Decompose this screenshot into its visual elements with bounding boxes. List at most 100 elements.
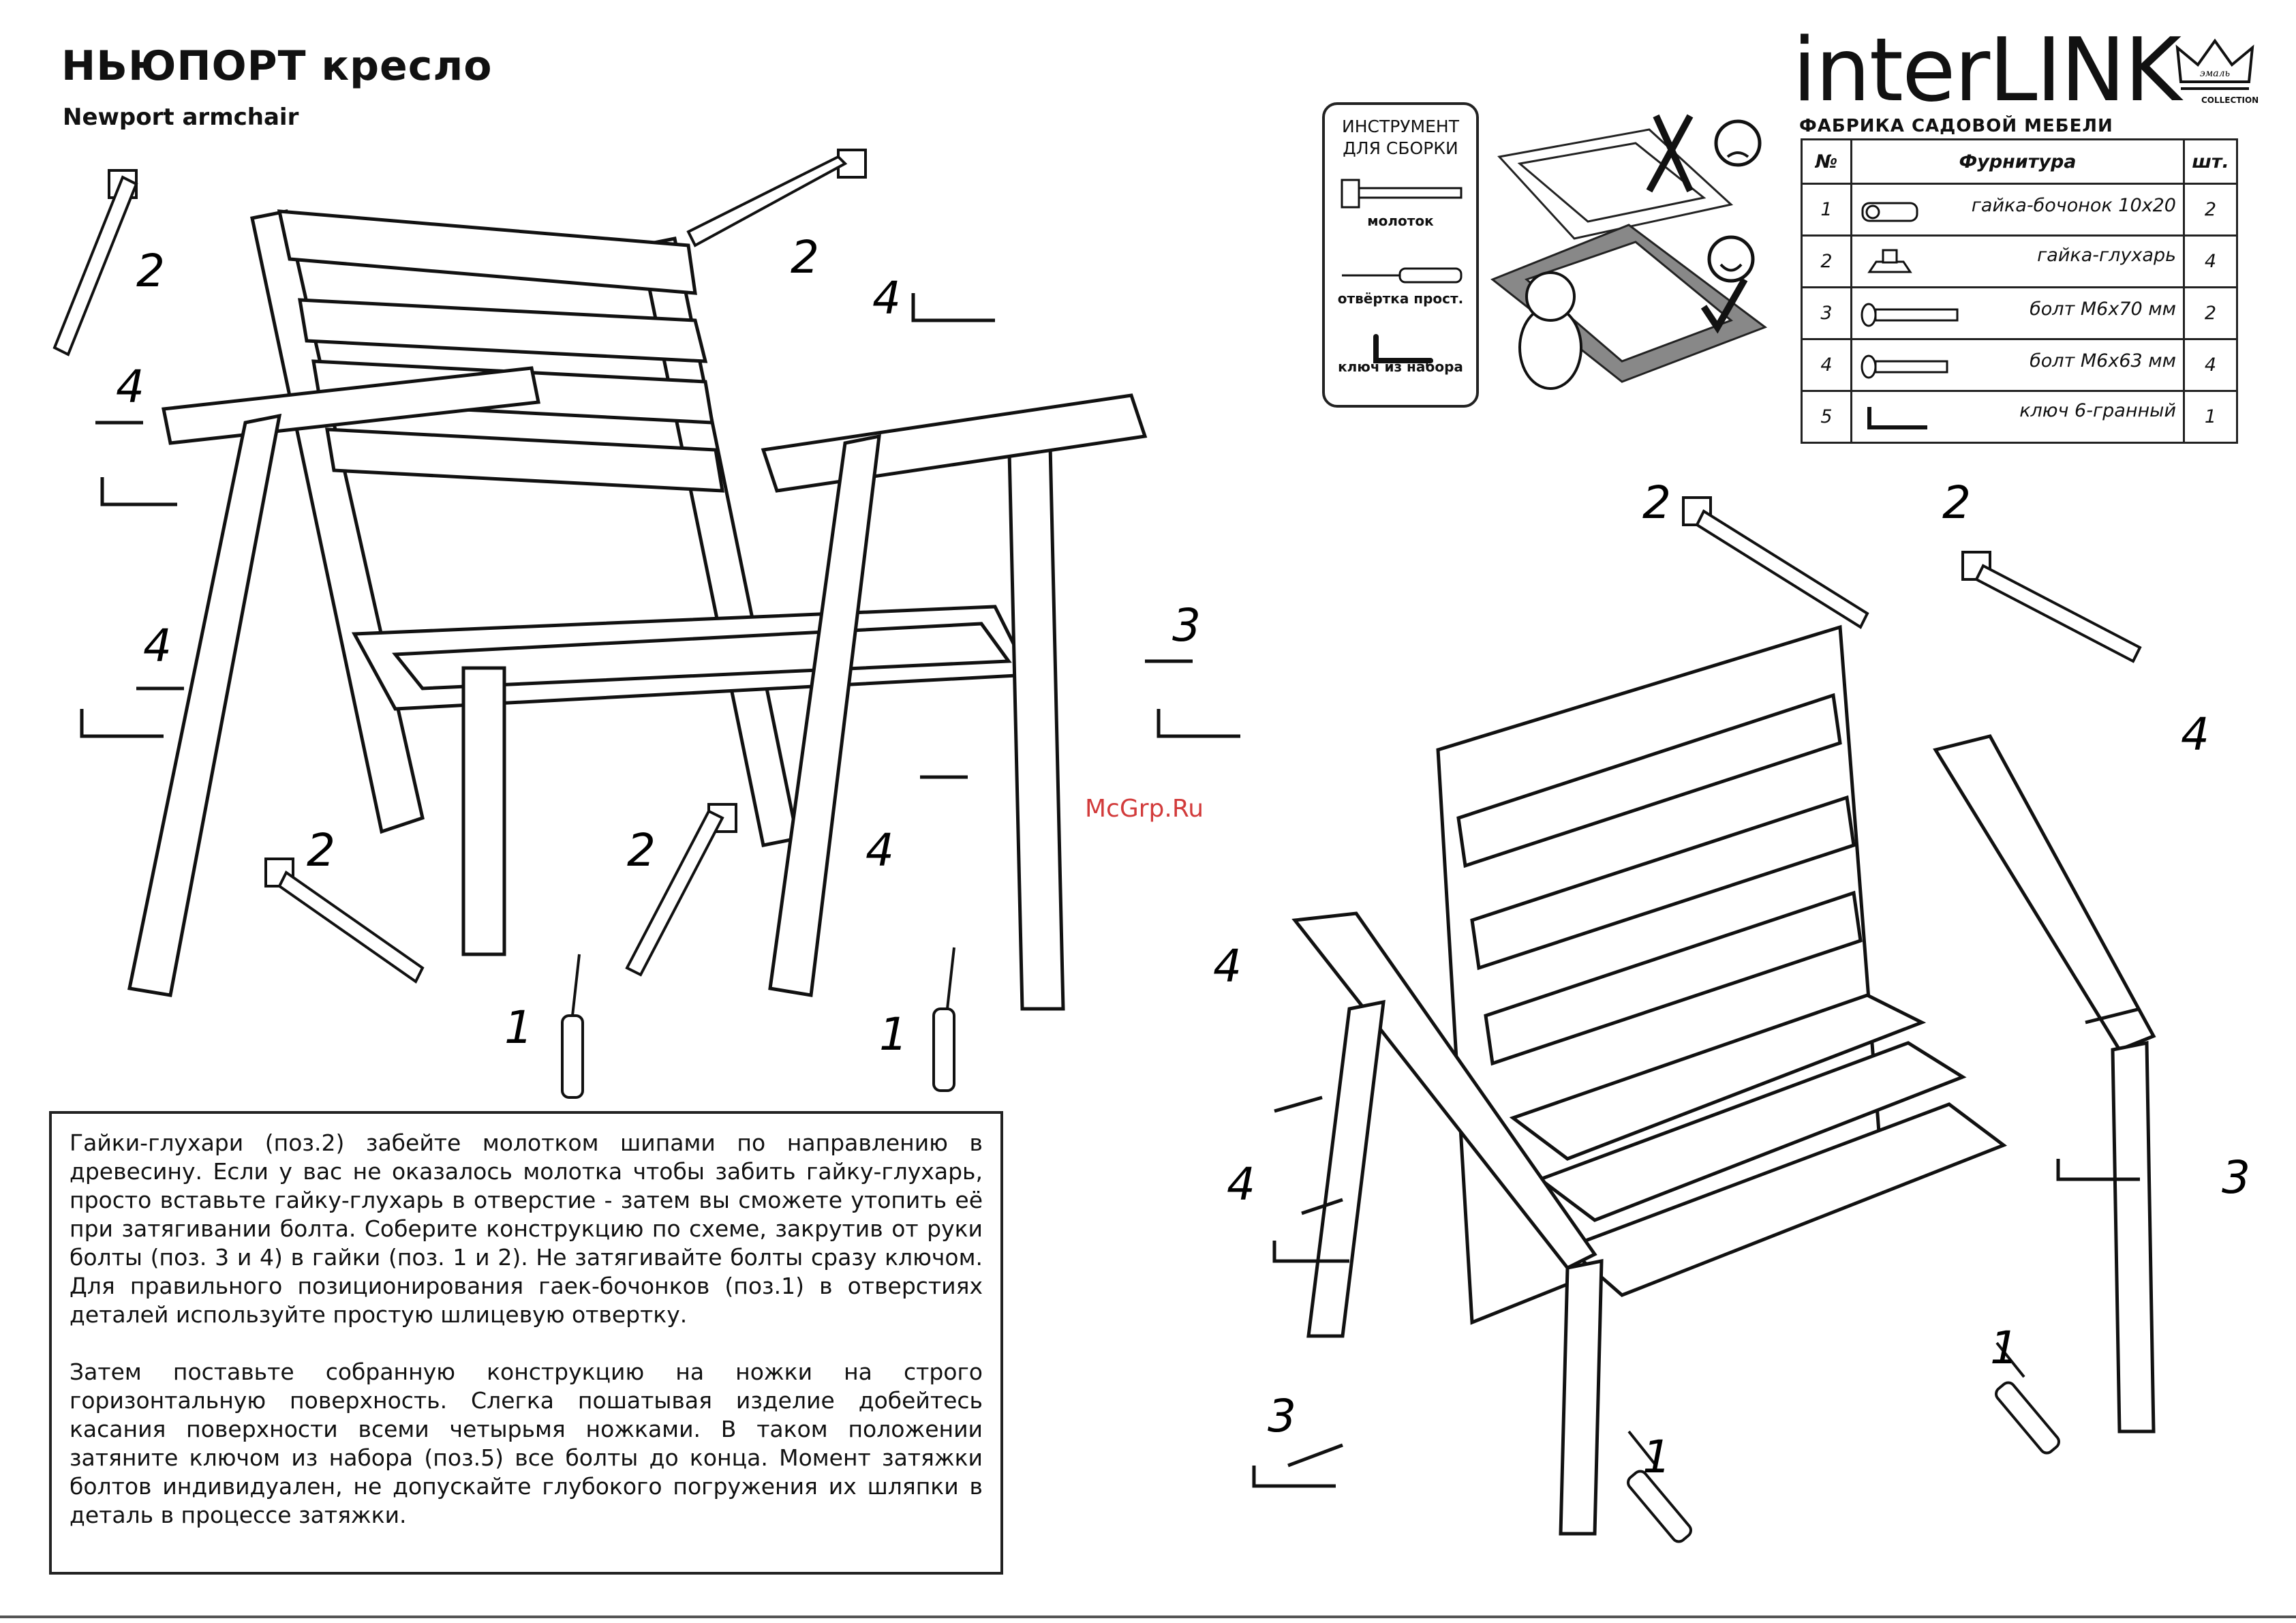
assembly-surface-illustration [1490,114,1768,390]
page-title: НЬЮПОРТ кресло [61,42,493,90]
exploded-chair-diagram: 2 2 4 4 4 3 2 2 4 1 1 [52,149,1240,1099]
front-leg-right [1007,414,1065,1011]
callout-number: 1 [504,1001,533,1054]
row-name: ключ 6-гранный [1850,390,2185,444]
callout-number: 4 [1227,1158,1255,1211]
hardware-table: № Фурнитура шт. 1 гайка-бочонок 10х20 2 … [1801,138,2238,444]
row-number: 1 [1801,183,1852,237]
callout-number: 2 [627,824,656,877]
assembled-chair-diagram: 2 2 4 4 4 3 3 1 1 [1213,477,2250,1543]
callout-number: 2 [791,231,819,284]
front-leg-slanted-left [127,413,282,997]
callout-number: 4 [2181,708,2209,761]
beaver-mascot-icon [1518,271,1582,390]
barrel-nut-icon [1861,202,1918,222]
backrest-slat [277,209,697,295]
table-row: 4 болт М6х63 мм 4 [1801,338,2238,392]
row-qty: 4 [2183,338,2238,392]
seat-slat [1564,1102,2008,1297]
leg-front-right [2111,1040,2156,1434]
armrest-right [1933,734,2156,1052]
hex-key-icon [911,293,995,322]
callout-number: 4 [116,361,144,413]
hammer-icon [1682,496,1869,629]
brand-logo: interLINK эмаль COLLECTION ФАБРИКА САДОВ… [1792,20,2259,143]
backrest-slat [1484,890,1863,1066]
hammer-icon [1341,179,1463,209]
bolt-icon [1274,1095,1323,1113]
brand-name: interLINK [1792,20,2182,121]
hex-key-icon [1157,709,1240,738]
bolt-icon [1861,354,1948,378]
front-leg-left [461,666,506,956]
svg-text:эмаль: эмаль [2200,68,2230,79]
row-number: 5 [1801,390,1852,444]
bolt-icon [1301,1198,1343,1215]
bolt-icon [1861,303,1959,327]
page-divider [0,1616,2296,1618]
instructions-box: Гайки-глухари (поз.2) забейте молотком ш… [49,1111,1003,1575]
tool-label-hammer: молоток [1367,213,1434,229]
table-row: 3 болт М6х70 мм 2 [1801,286,2238,340]
row-name: гайка-глухарь [1850,234,2185,288]
table-header-row: № Фурнитура шт. [1801,138,2238,185]
table-row: 5 ключ 6-гранный 1 [1801,390,2238,444]
callout-number: 1 [1990,1322,2019,1374]
hammer-icon [625,803,737,977]
callout-number: 3 [1268,1390,1296,1442]
tools-title-line1: ИНСТРУМЕНТ [1342,117,1459,136]
screwdriver-icon [1342,267,1463,284]
hex-key-icon [1373,334,1433,363]
page-subtitle: Newport armchair [63,104,299,131]
row-name: гайка-бочонок 10х20 [1850,183,2185,237]
callout-number: 4 [872,272,901,324]
row-number: 2 [1801,234,1852,288]
table-header-number: № [1801,138,1852,185]
tools-title: ИНСТРУМЕНТ ДЛЯ СБОРКИ [1325,116,1476,160]
callout-number: 2 [1642,477,1671,529]
armrest-right [761,393,1148,493]
callout-number: 1 [1642,1431,1671,1483]
seat-slat [1536,1041,1967,1222]
leg-front-center [1559,1258,1604,1536]
screwdriver-icon [932,947,955,1092]
tools-title-line2: ДЛЯ СБОРКИ [1343,138,1458,158]
hex-key-icon [1272,1241,1349,1263]
hex-key-icon [100,477,177,506]
table-header-qty: шт. [2183,138,2238,185]
watermark: McGrp.Ru [1085,795,1204,823]
callout-number: 4 [866,824,894,877]
row-qty: 4 [2183,234,2238,288]
row-number: 4 [1801,338,1852,392]
backrest-slat [1456,693,1842,868]
table-header-hardware: Фурнитура [1850,138,2185,185]
tools-panel: ИНСТРУМЕНТ ДЛЯ СБОРКИ молоток отвёртка п… [1322,102,1479,408]
table-row: 1 гайка-бочонок 10х20 2 [1801,183,2238,237]
crown-caption: COLLECTION [2201,95,2259,105]
callout-number: 2 [1942,477,1971,529]
crown-icon: эмаль [2175,38,2254,90]
row-name: болт М6х63 мм [1850,338,2185,392]
row-qty: 2 [2183,286,2238,340]
instructions-paragraph: Гайки-глухари (поз.2) забейте молотком ш… [70,1129,983,1328]
armrest-left [1291,911,1597,1271]
backrest-slat [298,298,708,363]
tool-label-hex-key: ключ из набора [1338,359,1463,375]
instructions-paragraph: Затем поставьте собранную конструкцию на… [70,1359,983,1528]
hammer-icon [1961,551,2142,663]
backrest-slat [325,427,724,493]
hex-key-icon [1252,1466,1336,1488]
backrest-slat [1470,795,1856,971]
hex-key-icon [1867,406,1927,429]
tool-label-screwdriver: отвёртка прост. [1337,290,1464,307]
hammer-icon [686,149,867,247]
row-qty: 1 [2183,390,2238,444]
screwdriver-icon [1627,1430,1692,1543]
callout-number: 4 [1213,940,1242,992]
brand-subtitle: ФАБРИКА САДОВОЙ МЕБЕЛИ [1799,116,2113,136]
callout-number: 2 [307,824,335,877]
hammer-icon [264,858,425,984]
hex-key-icon [80,709,164,738]
callout-number: 1 [879,1008,908,1061]
bolt-icon [1287,1443,1343,1468]
